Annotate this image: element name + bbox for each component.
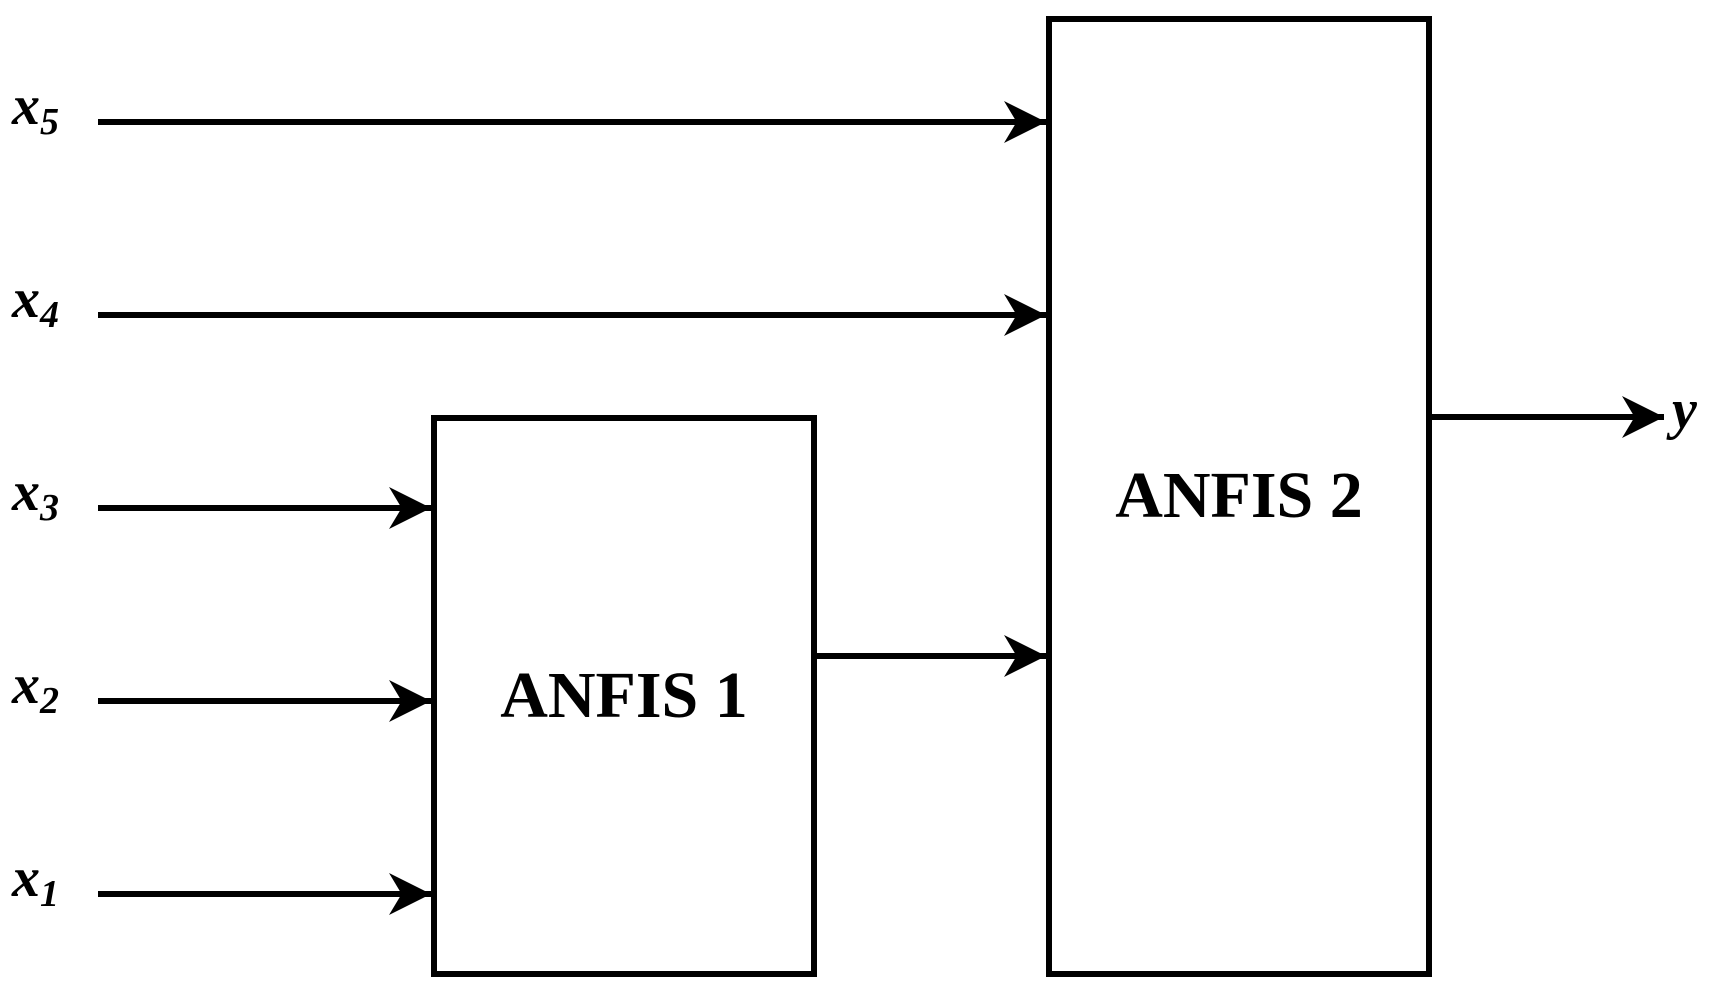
input-label-x3: x3 (12, 461, 59, 529)
input-label-x4: x4 (12, 268, 59, 336)
output-label-y: y (1672, 379, 1697, 441)
input-label-x1: x1 (12, 847, 59, 915)
anfis1-title: ANFIS 1 (500, 659, 748, 732)
anfis2-title: ANFIS 2 (1115, 459, 1363, 532)
input-label-x5: x5 (12, 75, 59, 143)
anfis1-block (431, 415, 817, 977)
anfis2-block (1046, 16, 1432, 977)
input-label-x2: x2 (12, 654, 59, 722)
